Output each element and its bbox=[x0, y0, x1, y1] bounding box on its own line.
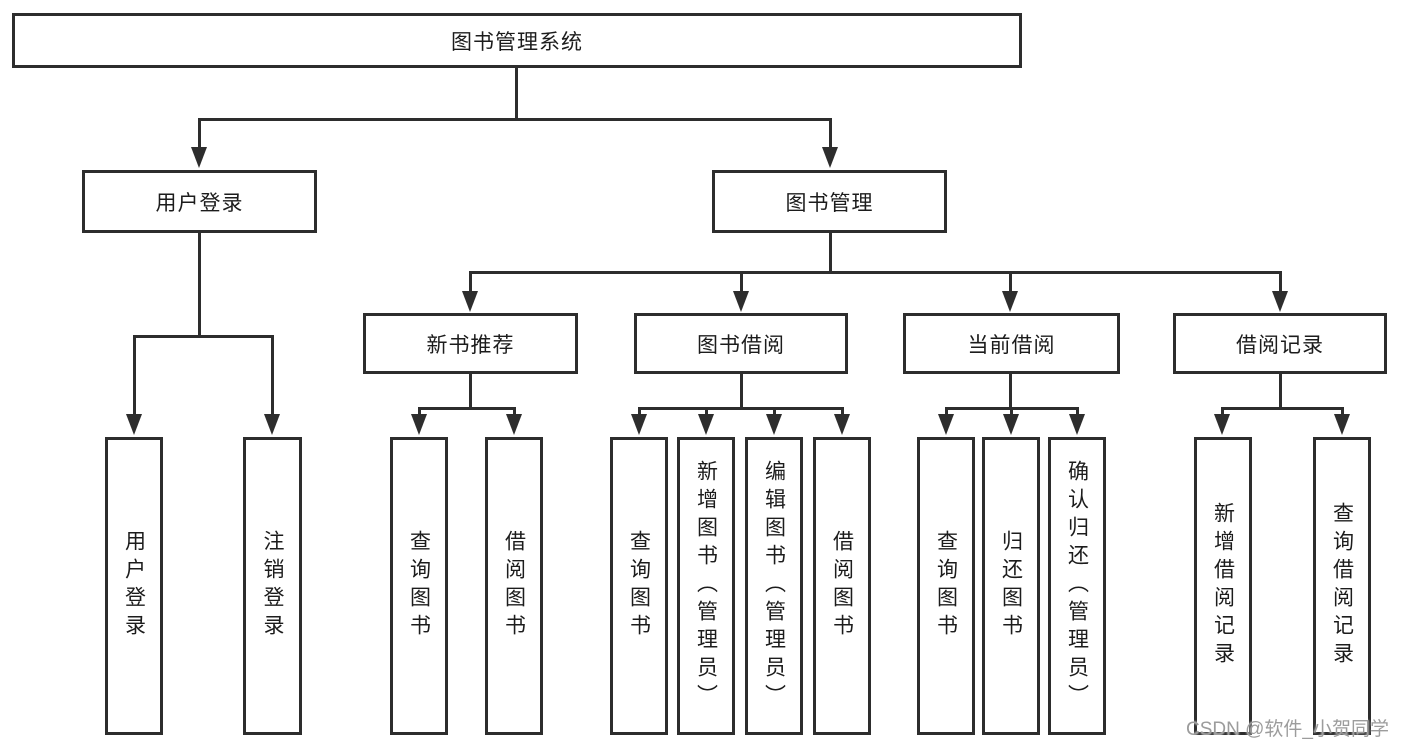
leaf-edit-book-admin: 编辑图书（管理员） bbox=[745, 437, 803, 735]
connector-line bbox=[945, 408, 948, 417]
connector-line bbox=[271, 336, 274, 416]
connector-line bbox=[198, 233, 201, 336]
connector-line bbox=[133, 335, 274, 338]
arrow-down-icon bbox=[834, 414, 850, 435]
arrow-down-icon bbox=[733, 291, 749, 312]
leaf-borrow-book-recommend-label: 借阅图书 bbox=[502, 530, 526, 642]
node-root-label: 图书管理系统 bbox=[451, 30, 583, 54]
leaf-confirm-return-admin: 确认归还（管理员） bbox=[1048, 437, 1106, 735]
connector-line bbox=[829, 233, 832, 273]
node-new-book-recommend: 新书推荐 bbox=[363, 313, 578, 374]
leaf-query-borrow-record-label: 查询借阅记录 bbox=[1330, 502, 1354, 670]
connector-line bbox=[1221, 408, 1224, 417]
node-new-book-recommend-label: 新书推荐 bbox=[426, 333, 515, 357]
arrow-down-icon bbox=[126, 414, 142, 435]
node-user-login: 用户登录 bbox=[82, 170, 317, 233]
leaf-query-book-current-label: 查询图书 bbox=[934, 530, 958, 642]
leaf-add-book-admin: 新增图书（管理员） bbox=[677, 437, 735, 735]
connector-line bbox=[133, 336, 136, 416]
connector-line bbox=[418, 408, 421, 417]
connector-line bbox=[638, 407, 844, 410]
leaf-edit-book-admin-label: 编辑图书（管理员） bbox=[762, 460, 786, 712]
leaf-user-login-label: 用户登录 bbox=[122, 530, 146, 642]
connector-line bbox=[705, 408, 708, 417]
arrow-down-icon bbox=[631, 414, 647, 435]
leaf-confirm-return-admin-label: 确认归还（管理员） bbox=[1065, 460, 1089, 712]
connector-line bbox=[829, 119, 832, 149]
connector-line bbox=[841, 408, 844, 417]
leaf-query-book-current: 查询图书 bbox=[917, 437, 975, 735]
arrow-down-icon bbox=[411, 414, 427, 435]
node-current-borrowing-label: 当前借阅 bbox=[967, 333, 1056, 357]
arrow-down-icon bbox=[1214, 414, 1230, 435]
arrow-down-icon bbox=[1334, 414, 1350, 435]
connector-line bbox=[418, 407, 516, 410]
connector-line bbox=[469, 374, 472, 409]
arrow-down-icon bbox=[698, 414, 714, 435]
leaf-return-book: 归还图书 bbox=[982, 437, 1040, 735]
arrow-down-icon bbox=[1272, 291, 1288, 312]
connector-line bbox=[638, 408, 641, 417]
leaf-query-book-borrowing-label: 查询图书 bbox=[627, 530, 651, 642]
arrow-down-icon bbox=[1069, 414, 1085, 435]
leaf-borrow-book-label: 借阅图书 bbox=[830, 530, 854, 642]
node-book-management: 图书管理 bbox=[712, 170, 947, 233]
connector-line bbox=[515, 68, 518, 119]
leaf-add-book-admin-label: 新增图书（管理员） bbox=[694, 460, 718, 712]
arrow-down-icon bbox=[191, 147, 207, 168]
connector-line bbox=[1341, 408, 1344, 417]
connector-line bbox=[469, 272, 472, 293]
connector-line bbox=[198, 119, 201, 149]
leaf-query-book-recommend-label: 查询图书 bbox=[407, 530, 431, 642]
connector-line bbox=[1279, 374, 1282, 409]
node-borrowing-records-label: 借阅记录 bbox=[1236, 333, 1324, 357]
node-user-login-label: 用户登录 bbox=[155, 191, 244, 215]
leaf-query-book-recommend: 查询图书 bbox=[390, 437, 448, 735]
arrow-down-icon bbox=[264, 414, 280, 435]
connector-line bbox=[1279, 272, 1282, 293]
watermark: CSDN @软件_小贺同学 bbox=[1186, 719, 1389, 740]
arrow-down-icon bbox=[1003, 414, 1019, 435]
arrow-down-icon bbox=[938, 414, 954, 435]
connector-line bbox=[740, 374, 743, 409]
arrow-down-icon bbox=[1002, 291, 1018, 312]
connector-line bbox=[198, 118, 832, 121]
arrow-down-icon bbox=[506, 414, 522, 435]
leaf-add-borrow-record: 新增借阅记录 bbox=[1194, 437, 1252, 735]
node-book-management-label: 图书管理 bbox=[785, 191, 874, 215]
leaf-borrow-book: 借阅图书 bbox=[813, 437, 871, 735]
connector-line bbox=[469, 271, 1282, 274]
node-book-borrowing-label: 图书借阅 bbox=[697, 333, 785, 357]
leaf-logout: 注销登录 bbox=[243, 437, 302, 735]
node-borrowing-records: 借阅记录 bbox=[1173, 313, 1387, 374]
leaf-query-book-borrowing: 查询图书 bbox=[610, 437, 668, 735]
leaf-add-borrow-record-label: 新增借阅记录 bbox=[1211, 502, 1235, 670]
leaf-user-login: 用户登录 bbox=[105, 437, 163, 735]
connector-line bbox=[1221, 407, 1344, 410]
leaf-logout-label: 注销登录 bbox=[261, 530, 285, 642]
arrow-down-icon bbox=[766, 414, 782, 435]
leaf-borrow-book-recommend: 借阅图书 bbox=[485, 437, 543, 735]
connector-line bbox=[513, 408, 516, 417]
arrow-down-icon bbox=[462, 291, 478, 312]
connector-line bbox=[1009, 374, 1012, 409]
leaf-query-borrow-record: 查询借阅记录 bbox=[1313, 437, 1371, 735]
node-current-borrowing: 当前借阅 bbox=[903, 313, 1120, 374]
arrow-down-icon bbox=[822, 147, 838, 168]
node-root: 图书管理系统 bbox=[12, 13, 1022, 68]
node-book-borrowing: 图书借阅 bbox=[634, 313, 848, 374]
connector-line bbox=[1076, 408, 1079, 417]
connector-line bbox=[1009, 272, 1012, 293]
connector-line bbox=[1010, 408, 1013, 417]
connector-line bbox=[740, 272, 743, 293]
leaf-return-book-label: 归还图书 bbox=[999, 530, 1023, 642]
connector-line bbox=[773, 408, 776, 417]
